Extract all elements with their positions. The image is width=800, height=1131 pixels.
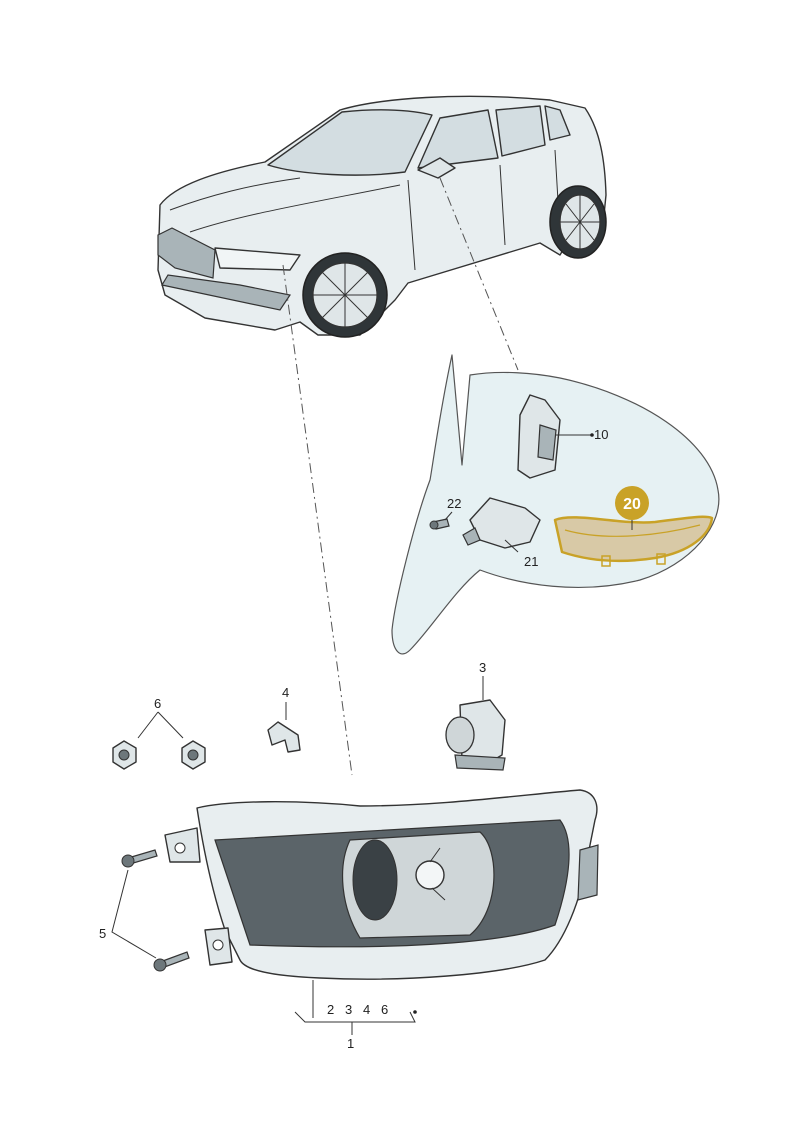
bracket-part-4 [267,721,301,753]
callout-sub-4: 4 [363,1002,370,1017]
mirror-detail-inset [391,354,720,655]
callout-4: 4 [282,685,289,700]
callout-20-badge[interactable]: 20 [615,486,649,520]
screw-lower [153,951,190,972]
bulb-part-3 [445,699,506,771]
callout-10: 10 [594,427,608,442]
mirror-control-unit [517,394,561,479]
callout-sub-2: 2 [327,1002,334,1017]
callout-6: 6 [154,696,161,711]
fog-light-housing [164,789,599,980]
screw-upper [121,849,158,868]
callout-22: 22 [447,496,461,511]
reference-lines [282,177,519,776]
callout-sub-3: 3 [345,1002,352,1017]
mirror-screw [429,518,450,530]
callout-21: 21 [524,554,538,569]
mirror-holder [462,497,541,549]
callout-5: 5 [99,926,106,941]
callout-1: 1 [347,1036,354,1051]
callout-sub-6: 6 [381,1002,388,1017]
nut-left [112,740,137,770]
callout-3: 3 [479,660,486,675]
nut-right [181,740,206,770]
turn-signal-light[interactable] [553,515,714,567]
car-illustration [157,95,607,338]
callout-20: 20 [623,496,641,513]
